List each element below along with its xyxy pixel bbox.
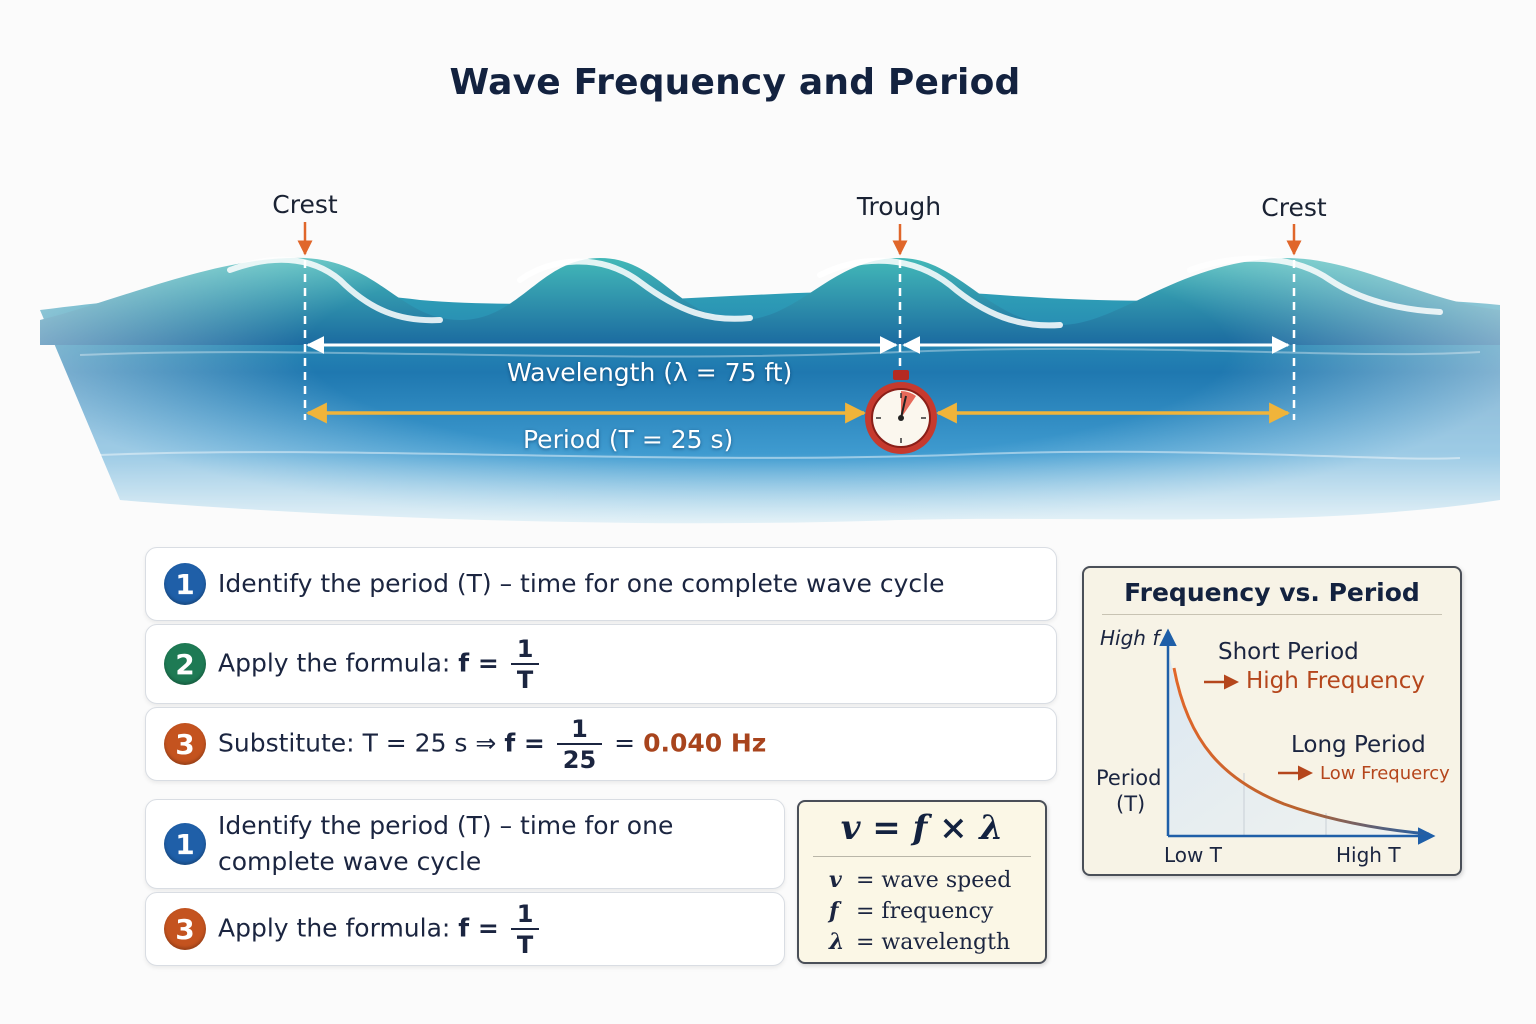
step-repeat-text-1: Identify the period (T) – time for one c… [218, 808, 673, 880]
wave-speed-formula: v = f × λ [813, 808, 1031, 857]
annotation-short-period: Short Period [1218, 639, 1359, 665]
step-3-equals: = [614, 728, 636, 757]
step-repeat-number-1: 1 [164, 823, 206, 865]
step-text-3: Substitute: T = 25 s ⇒ f = 1 25 = 0.040 … [218, 717, 766, 772]
frequency-period-graph: Frequency vs. Period [1082, 566, 1462, 876]
step-number-1: 1 [164, 563, 206, 605]
step-card-repeat-1: 1 Identify the period (T) – time for one… [145, 799, 785, 889]
legend-text-f: = frequency [856, 899, 994, 924]
legend-text-v: = wave speed [856, 868, 1012, 893]
x-tick-high-t: High T [1336, 843, 1401, 867]
step-repeat-2-denominator: T [510, 927, 540, 957]
y-label-period-symbol: (T) [1116, 792, 1146, 816]
step-repeat-2-lhs: f = [458, 913, 499, 942]
step-card-1: 1 Identify the period (T) – time for one… [145, 547, 1057, 621]
step-repeat-2-prefix: Apply the formula: [218, 913, 451, 942]
curve-area [1168, 658, 1434, 836]
x-tick-low-t: Low T [1164, 843, 1222, 867]
legend-text-lambda: = wavelength [856, 930, 1011, 955]
step-3-denominator: 25 [556, 742, 603, 772]
annotation-long-period: Long Period [1291, 732, 1426, 758]
legend-symbol-lambda: λ [829, 929, 845, 955]
inverse-curve [1172, 667, 1430, 836]
step-2-numerator: 1 [516, 634, 534, 663]
step-text-2: Apply the formula: f = 1 T [218, 637, 543, 692]
annotation-low-frequency: Low Frequercy [1320, 763, 1450, 784]
step-3-prefix: Substitute: [218, 728, 355, 757]
step-card-3: 3 Substitute: T = 25 s ⇒ f = 1 25 = 0.04… [145, 707, 1057, 781]
step-3-substitution: T = 25 s ⇒ [362, 728, 497, 757]
step-text-1: Identify the period (T) – time for one c… [218, 569, 945, 598]
legend-line-frequency: f = frequency [829, 896, 1045, 927]
page-title: Wave Frequency and Period [449, 62, 1021, 103]
step-number-3: 3 [164, 723, 206, 765]
annotation-high-frequency: High Frequency [1246, 668, 1425, 694]
step-3-numerator: 1 [571, 714, 588, 743]
legend-symbol-f: f [829, 898, 839, 924]
step-3-result: 0.040 Hz [643, 728, 767, 757]
graph-title: Frequency vs. Period [1124, 578, 1420, 607]
legend-line-speed: v = wave speed [829, 865, 1045, 896]
step-card-2: 2 Apply the formula: f = 1 T [145, 624, 1057, 704]
step-2-lhs: f = [458, 648, 499, 677]
step-card-repeat-2: 3 Apply the formula: f = 1 T [145, 892, 785, 966]
graph-plot [1159, 628, 1436, 845]
graph-title-rule [1102, 614, 1442, 615]
formula-box: v = f × λ v = wave speed f = frequency λ… [797, 800, 1047, 964]
y-label-period: Period [1096, 766, 1162, 790]
legend-symbol-v: v [829, 867, 842, 893]
step-repeat-2-fraction: 1 T [510, 899, 540, 957]
step-repeat-2-numerator: 1 [516, 899, 534, 928]
stopwatch-icon [865, 370, 937, 454]
y-label-high-f: High f [1100, 626, 1160, 650]
step-number-2: 2 [164, 643, 206, 685]
wavelength-label: Wavelength (λ = 75 ft) [507, 358, 793, 387]
step-repeat-number-2: 3 [164, 908, 206, 950]
step-2-fraction: 1 T [510, 634, 540, 692]
legend-line-wavelength: λ = wavelength [829, 927, 1045, 958]
step-2-denominator: T [510, 662, 540, 692]
period-label: Period (T = 25 s) [523, 425, 734, 454]
step-repeat-line-1: Identify the period (T) – time for one [218, 811, 674, 840]
step-repeat-text-2: Apply the formula: f = 1 T [218, 902, 543, 957]
crest-label-right: Crest [1261, 193, 1327, 222]
wave-illustration [0, 170, 1536, 530]
step-3-lhs: f = [504, 728, 545, 757]
crest-label-left: Crest [272, 190, 338, 219]
step-repeat-line-2: complete wave cycle [218, 847, 482, 876]
step-2-prefix: Apply the formula: [218, 648, 451, 677]
step-3-fraction: 1 25 [556, 714, 603, 772]
trough-label: Trough [856, 192, 942, 221]
